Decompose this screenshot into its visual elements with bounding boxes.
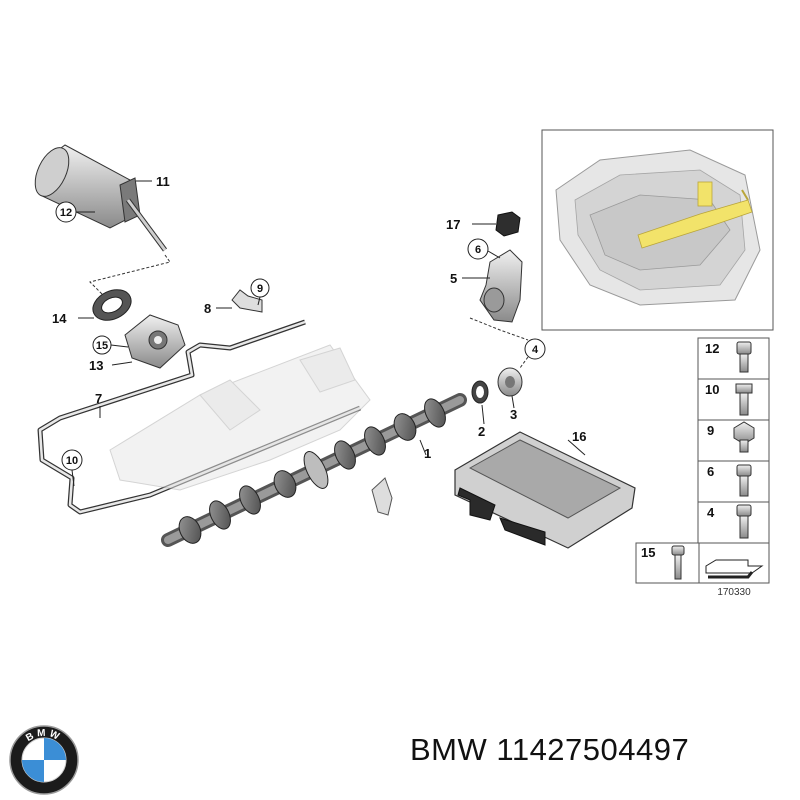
label-part-7: 7 xyxy=(95,391,102,406)
fastener-label-4: 4 xyxy=(707,505,715,520)
label-part-6-callout: 6 xyxy=(475,244,481,256)
bmw-logo-icon: BMW xyxy=(9,725,79,795)
part-13-flange-housing xyxy=(111,314,186,369)
engine-block-illustration xyxy=(555,149,761,306)
callout-12-circle xyxy=(55,201,95,223)
brand-name: BMW xyxy=(410,732,488,767)
fastener-15-box: 15 xyxy=(635,542,700,584)
label-part-13: 13 xyxy=(89,358,103,373)
arrow-icon xyxy=(705,559,764,579)
label-part-2: 2 xyxy=(478,424,485,439)
label-part-15-callout: 15 xyxy=(96,340,108,352)
part-3-hub xyxy=(497,367,523,409)
part-number: 11427504497 xyxy=(496,732,690,767)
label-part-10-callout: 10 xyxy=(66,455,78,467)
label-part-17: 17 xyxy=(446,217,460,232)
fastener-row-4: 4 xyxy=(707,504,752,539)
label-part-14: 14 xyxy=(52,311,67,326)
label-part-9-callout: 9 xyxy=(257,283,263,295)
engine-overview-inset xyxy=(541,129,774,331)
label-part-12: 12 xyxy=(60,207,72,219)
fastener-label-12: 12 xyxy=(705,341,719,356)
callout-9-circle xyxy=(250,278,270,306)
part-14-seal-ring xyxy=(78,289,132,321)
label-part-5: 5 xyxy=(450,271,457,286)
part-2-seal-ring xyxy=(471,380,489,425)
footer-title: BMW 11427504497 xyxy=(410,732,689,768)
mounting-symbol-box xyxy=(698,542,770,584)
fastener-row-12: 12 xyxy=(705,341,752,373)
fastener-label-9: 9 xyxy=(707,423,714,438)
label-part-3: 3 xyxy=(510,407,517,422)
diagram-id: 170330 xyxy=(717,587,751,598)
part-5-sensor-housing xyxy=(462,249,523,323)
part-11-actuator-motor xyxy=(34,144,168,252)
bolt-icon xyxy=(671,545,685,580)
bolt-icon xyxy=(736,464,752,497)
part-17-cap xyxy=(472,211,521,237)
label-part-16: 16 xyxy=(572,429,586,444)
fastener-table: 12 10 9 6 xyxy=(697,337,770,545)
guide-line-motor xyxy=(89,254,171,301)
callout-15-circle xyxy=(92,335,129,355)
part-8-bracket xyxy=(216,289,263,313)
bolt-icon xyxy=(736,341,752,373)
fastener-row-10: 10 xyxy=(705,382,753,416)
part-1-camshaft xyxy=(161,393,467,547)
bolt-icon xyxy=(735,383,753,416)
label-part-4-callout: 4 xyxy=(532,344,539,356)
bolt-icon xyxy=(736,504,752,539)
callout-4-circle xyxy=(469,317,546,369)
part-16-control-unit xyxy=(454,431,636,549)
fastener-row-9: 9 xyxy=(707,421,755,453)
fastener-label-6: 6 xyxy=(707,464,714,479)
label-part-8: 8 xyxy=(204,301,211,316)
label-part-11: 11 xyxy=(156,174,170,189)
part-7-oil-line xyxy=(37,319,361,515)
callout-6-circle xyxy=(467,238,501,260)
fastener-row-6: 6 xyxy=(707,464,752,497)
callout-10-circle xyxy=(61,449,83,487)
fastener-label-15: 15 xyxy=(641,545,655,560)
label-part-1: 1 xyxy=(424,446,431,461)
fastener-label-10: 10 xyxy=(705,382,719,397)
cylinder-head-outline xyxy=(109,344,371,491)
sensor-bracket xyxy=(371,477,393,516)
svg-text:BMW: BMW xyxy=(24,728,63,744)
highlighted-component xyxy=(637,181,753,249)
hex-bolt-icon xyxy=(733,421,755,453)
